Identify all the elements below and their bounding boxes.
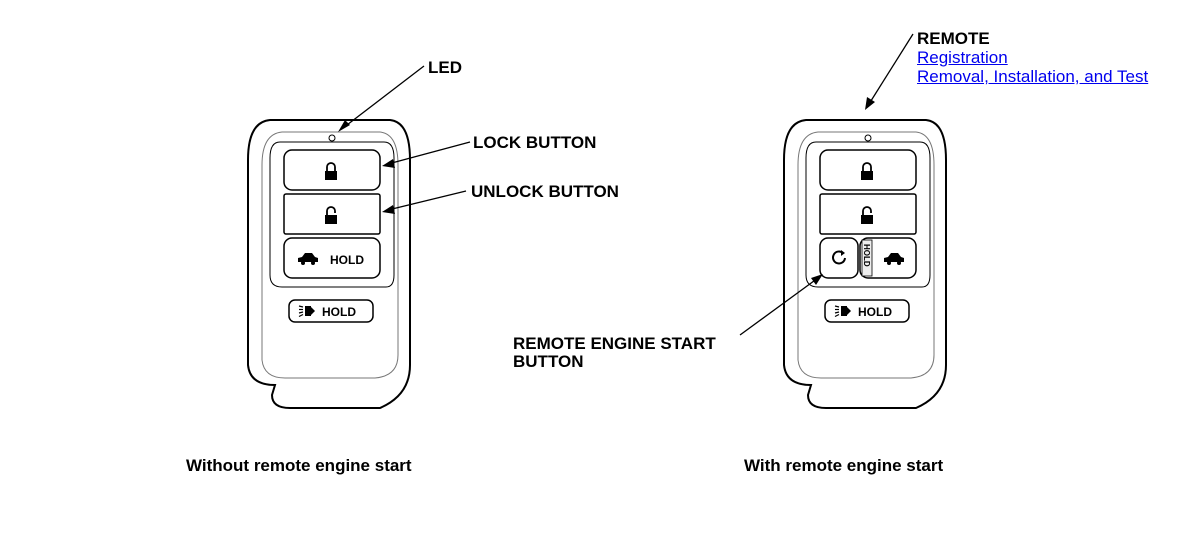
removal-installation-test-link[interactable]: Removal, Installation, and Test <box>917 67 1149 86</box>
registration-link[interactable]: Registration <box>917 48 1008 67</box>
hold-label: HOLD <box>330 253 364 267</box>
remote-engine-start-button[interactable] <box>819 237 859 279</box>
caption-with-remote-start: With remote engine start <box>744 456 944 475</box>
engine-start-arrow <box>739 274 823 336</box>
hold-label-vertical: HOLD <box>862 244 871 267</box>
unlock-button[interactable] <box>283 193 381 235</box>
hold-label: HOLD <box>858 305 892 319</box>
lock-button[interactable] <box>819 149 917 191</box>
key-fob-with-remote-start: HOLD HOLD <box>783 119 947 409</box>
lock-button[interactable] <box>283 149 381 191</box>
led-indicator <box>864 134 872 142</box>
fob-button-panel <box>269 141 395 288</box>
fob-inner-outline <box>797 131 935 379</box>
led-indicator <box>328 134 336 142</box>
remote-engine-start-callout: REMOTE ENGINE START BUTTON <box>513 335 716 371</box>
led-callout: LED <box>428 58 462 77</box>
fob-inner-outline <box>261 131 399 379</box>
unlock-button-callout: UNLOCK BUTTON <box>471 182 619 201</box>
lock-button-callout: LOCK BUTTON <box>473 133 597 152</box>
unlock-button-arrow <box>382 190 467 214</box>
unlock-button[interactable] <box>819 193 917 235</box>
trunk-hold-button[interactable]: HOLD <box>283 237 381 279</box>
key-fob-without-remote-start: HOLD HOLD <box>247 119 411 409</box>
remote-callout: REMOTE <box>917 29 990 48</box>
panic-hold-button[interactable]: HOLD <box>824 299 910 323</box>
callout-line-2: BUTTON <box>513 352 584 371</box>
remote-arrow <box>865 33 914 110</box>
hold-label: HOLD <box>322 305 356 319</box>
panic-hold-button[interactable]: HOLD <box>288 299 374 323</box>
leader-arrows <box>338 33 914 336</box>
lock-button-arrow <box>382 141 471 168</box>
trunk-hold-button[interactable]: HOLD <box>859 237 917 279</box>
hold-label-strip <box>861 239 873 277</box>
engine-start-icon <box>832 250 846 265</box>
caption-without-remote-start: Without remote engine start <box>186 456 412 475</box>
led-arrow <box>338 65 425 132</box>
callout-line-1: REMOTE ENGINE START <box>513 334 716 353</box>
fob-button-panel <box>805 141 931 288</box>
